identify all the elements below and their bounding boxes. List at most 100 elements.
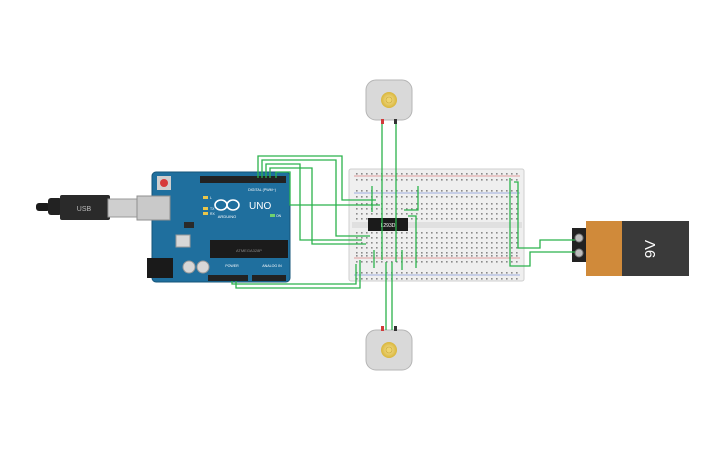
breadboard-hole[interactable] — [376, 247, 378, 249]
breadboard-hole[interactable] — [426, 252, 428, 254]
breadboard-hole[interactable] — [356, 196, 358, 198]
breadboard-hole[interactable] — [361, 278, 363, 280]
breadboard-hole[interactable] — [501, 278, 503, 280]
breadboard-hole[interactable] — [441, 247, 443, 249]
breadboard-hole[interactable] — [451, 213, 453, 215]
wire[interactable] — [404, 186, 419, 211]
breadboard-hole[interactable] — [516, 173, 518, 175]
breadboard-hole[interactable] — [401, 272, 403, 274]
breadboard-hole[interactable] — [361, 242, 363, 244]
breadboard-hole[interactable] — [416, 237, 418, 239]
breadboard-hole[interactable] — [386, 173, 388, 175]
breadboard-hole[interactable] — [501, 208, 503, 210]
breadboard-hole[interactable] — [516, 261, 518, 263]
breadboard-hole[interactable] — [431, 196, 433, 198]
breadboard-hole[interactable] — [431, 247, 433, 249]
breadboard-hole[interactable] — [516, 179, 518, 181]
breadboard-hole[interactable] — [426, 179, 428, 181]
breadboard-hole[interactable] — [511, 190, 513, 192]
breadboard-hole[interactable] — [491, 247, 493, 249]
breadboard-hole[interactable] — [431, 218, 433, 220]
breadboard-hole[interactable] — [451, 173, 453, 175]
breadboard-hole[interactable] — [471, 247, 473, 249]
wire[interactable] — [257, 155, 376, 201]
breadboard-hole[interactable] — [391, 237, 393, 239]
breadboard-hole[interactable] — [381, 261, 383, 263]
breadboard-hole[interactable] — [461, 190, 463, 192]
breadboard-hole[interactable] — [441, 203, 443, 205]
breadboard-hole[interactable] — [421, 203, 423, 205]
power-header[interactable] — [208, 275, 248, 281]
breadboard-hole[interactable] — [416, 173, 418, 175]
wire[interactable] — [231, 264, 357, 285]
breadboard-hole[interactable] — [396, 278, 398, 280]
breadboard-hole[interactable] — [396, 255, 398, 257]
breadboard-hole[interactable] — [516, 218, 518, 220]
breadboard-hole[interactable] — [501, 237, 503, 239]
breadboard-hole[interactable] — [501, 261, 503, 263]
breadboard-hole[interactable] — [431, 173, 433, 175]
breadboard-hole[interactable] — [416, 218, 418, 220]
breadboard-hole[interactable] — [356, 252, 358, 254]
wire[interactable] — [261, 159, 370, 237]
breadboard-hole[interactable] — [501, 179, 503, 181]
breadboard-hole[interactable] — [511, 237, 513, 239]
breadboard-hole[interactable] — [391, 203, 393, 205]
breadboard-hole[interactable] — [371, 242, 373, 244]
breadboard-hole[interactable] — [421, 237, 423, 239]
breadboard-hole[interactable] — [421, 278, 423, 280]
breadboard-hole[interactable] — [411, 173, 413, 175]
breadboard-hole[interactable] — [421, 173, 423, 175]
breadboard-hole[interactable] — [366, 272, 368, 274]
breadboard-hole[interactable] — [356, 272, 358, 274]
breadboard-hole[interactable] — [406, 247, 408, 249]
breadboard-hole[interactable] — [361, 272, 363, 274]
breadboard-hole[interactable] — [486, 203, 488, 205]
breadboard-hole[interactable] — [476, 203, 478, 205]
usb-cable[interactable]: USB — [36, 195, 139, 220]
breadboard-hole[interactable] — [486, 237, 488, 239]
breadboard-hole[interactable] — [431, 190, 433, 192]
breadboard-hole[interactable] — [416, 190, 418, 192]
wire[interactable] — [408, 215, 417, 268]
breadboard-hole[interactable] — [496, 252, 498, 254]
breadboard-hole[interactable] — [436, 252, 438, 254]
breadboard-hole[interactable] — [356, 232, 358, 234]
breadboard-hole[interactable] — [426, 203, 428, 205]
breadboard-hole[interactable] — [501, 247, 503, 249]
breadboard-hole[interactable] — [466, 261, 468, 263]
breadboard-hole[interactable] — [471, 278, 473, 280]
breadboard-hole[interactable] — [491, 237, 493, 239]
breadboard-hole[interactable] — [516, 190, 518, 192]
breadboard-hole[interactable] — [451, 261, 453, 263]
breadboard-hole[interactable] — [401, 208, 403, 210]
breadboard-hole[interactable] — [466, 255, 468, 257]
breadboard-hole[interactable] — [416, 196, 418, 198]
breadboard-hole[interactable] — [436, 247, 438, 249]
breadboard-hole[interactable] — [466, 190, 468, 192]
breadboard-hole[interactable] — [436, 242, 438, 244]
breadboard-hole[interactable] — [411, 190, 413, 192]
breadboard-hole[interactable] — [366, 247, 368, 249]
breadboard-hole[interactable] — [426, 242, 428, 244]
breadboard-hole[interactable] — [501, 196, 503, 198]
breadboard-hole[interactable] — [461, 261, 463, 263]
breadboard-hole[interactable] — [471, 232, 473, 234]
breadboard-hole[interactable] — [516, 237, 518, 239]
breadboard-hole[interactable] — [386, 208, 388, 210]
breadboard-hole[interactable] — [376, 242, 378, 244]
breadboard-hole[interactable] — [441, 196, 443, 198]
breadboard-hole[interactable] — [481, 196, 483, 198]
breadboard-hole[interactable] — [496, 278, 498, 280]
breadboard-hole[interactable] — [441, 252, 443, 254]
breadboard-hole[interactable] — [491, 190, 493, 192]
breadboard-hole[interactable] — [366, 218, 368, 220]
breadboard-hole[interactable] — [396, 247, 398, 249]
breadboard-hole[interactable] — [416, 179, 418, 181]
breadboard-hole[interactable] — [386, 190, 388, 192]
breadboard-hole[interactable] — [421, 232, 423, 234]
breadboard-hole[interactable] — [366, 232, 368, 234]
breadboard-hole[interactable] — [356, 208, 358, 210]
breadboard-hole[interactable] — [421, 272, 423, 274]
breadboard-hole[interactable] — [396, 213, 398, 215]
